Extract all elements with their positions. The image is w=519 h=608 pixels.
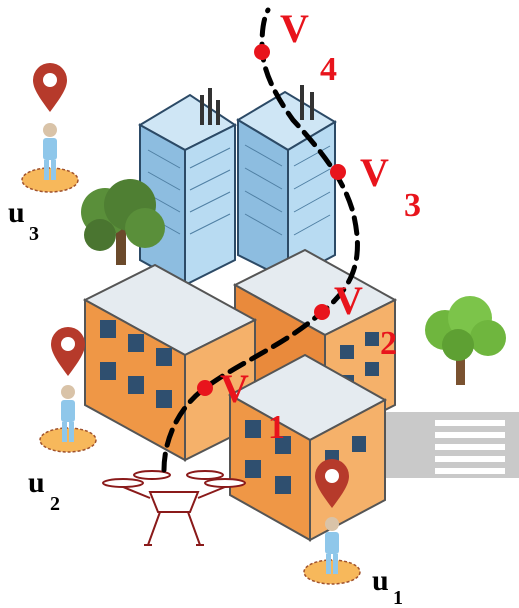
svg-text:1: 1 [393, 587, 403, 608]
person-icon [61, 385, 75, 442]
svg-text:2: 2 [50, 493, 60, 515]
waypoint-marker-v2 [314, 304, 330, 320]
drone-icon [102, 470, 246, 546]
waypoint-marker-v3 [330, 164, 346, 180]
svg-text:V: V [220, 366, 249, 411]
svg-text:u: u [28, 466, 45, 499]
user-base [21, 167, 79, 193]
svg-text:u: u [372, 564, 389, 597]
user-u1: u 1 [303, 459, 403, 608]
tree-icon [425, 296, 506, 385]
svg-text:V: V [280, 6, 309, 51]
waypoint-label-v3: V 3 [360, 150, 421, 224]
waypoint-label-v1: V 1 [220, 366, 285, 446]
svg-text:4: 4 [320, 51, 337, 88]
svg-text:3: 3 [404, 187, 421, 224]
svg-text:V: V [334, 278, 363, 323]
location-pin-icon [33, 62, 67, 112]
person-icon [325, 517, 339, 574]
svg-text:1: 1 [268, 409, 285, 446]
user-u2: u 2 [28, 327, 97, 515]
location-pin-icon [51, 327, 85, 376]
waypoint-label-v4: V 4 [280, 6, 337, 88]
svg-text:u: u [8, 196, 25, 229]
user-u3: u 3 [8, 62, 79, 245]
svg-text:2: 2 [380, 325, 397, 362]
svg-text:V: V [360, 150, 389, 195]
glass-tower-left [138, 88, 237, 287]
crosswalk-icon [380, 412, 519, 478]
location-pin-icon [315, 459, 349, 508]
waypoint-marker-v1 [197, 380, 213, 396]
user-base [303, 559, 361, 585]
glass-tower-right [236, 85, 337, 282]
person-icon [43, 123, 57, 180]
waypoint-label-v2: V 2 [334, 278, 397, 362]
svg-text:3: 3 [29, 223, 39, 245]
tree-icon [81, 179, 165, 265]
waypoint-marker-v4 [254, 44, 270, 60]
user-base [39, 427, 97, 453]
